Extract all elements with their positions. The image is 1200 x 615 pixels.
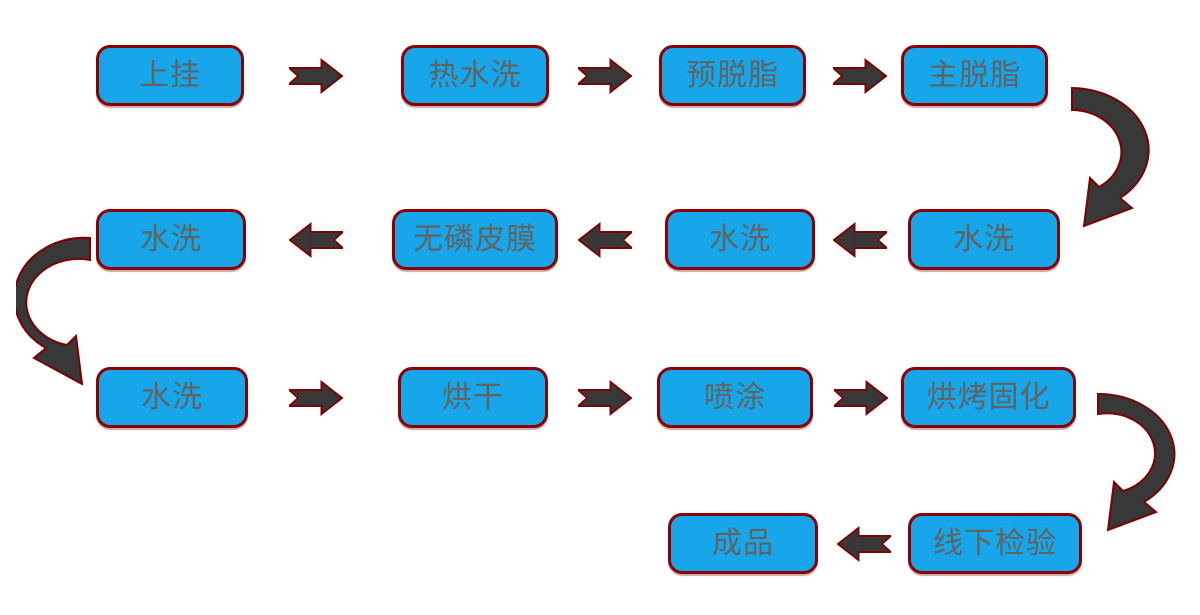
- flow-step-hot-water-wash: 热水洗: [401, 45, 549, 106]
- flow-step-label: 烘干: [442, 380, 504, 414]
- arrow-right-icon: [289, 379, 343, 417]
- flow-step-water-wash-4: 水洗: [96, 367, 248, 428]
- curved-arrow-down-right-icon: [16, 236, 91, 386]
- flow-step-label: 水洗: [141, 380, 203, 414]
- flow-step-hang-up: 上挂: [96, 45, 244, 106]
- flow-step-pre-degrease: 预脱脂: [659, 45, 806, 106]
- flow-step-label: 烘烤固化: [926, 380, 1051, 414]
- flow-step-label: 成品: [712, 526, 774, 560]
- flow-step-water-wash-2: 水洗: [665, 209, 815, 270]
- flow-step-label: 热水洗: [428, 58, 522, 92]
- flow-step-label: 上挂: [139, 58, 201, 92]
- arrow-right-icon: [833, 57, 887, 95]
- arrow-right-icon: [289, 57, 343, 95]
- flow-step-label: 预脱脂: [686, 58, 779, 92]
- flow-step-spray-coat: 喷涂: [657, 367, 813, 428]
- curved-arrow-down-left-icon: [1097, 392, 1176, 532]
- flow-step-bake-cure: 烘烤固化: [901, 367, 1076, 428]
- flow-step-label: 无磷皮膜: [413, 222, 537, 256]
- curved-arrow-down-left-icon: [1071, 86, 1150, 228]
- flow-step-label: 主脱脂: [928, 58, 1021, 92]
- flow-step-finished-product: 成品: [668, 513, 818, 574]
- flow-step-phosphate-free-film: 无磷皮膜: [392, 209, 558, 270]
- arrow-left-icon: [578, 221, 632, 259]
- flow-step-water-wash-3: 水洗: [96, 209, 246, 270]
- flow-step-label: 线下检验: [933, 526, 1057, 560]
- arrow-left-icon: [837, 525, 891, 563]
- flow-step-label: 水洗: [709, 222, 771, 256]
- flow-step-water-wash-1: 水洗: [908, 209, 1060, 270]
- flow-step-label: 水洗: [953, 222, 1015, 256]
- flow-step-offline-inspection: 线下检验: [908, 513, 1082, 574]
- arrow-left-icon: [289, 221, 343, 259]
- arrow-right-icon: [578, 379, 632, 417]
- arrow-left-icon: [833, 221, 887, 259]
- flow-step-label: 喷涂: [704, 380, 766, 414]
- flow-step-label: 水洗: [140, 222, 202, 256]
- flow-step-dry: 烘干: [398, 367, 548, 428]
- arrow-right-icon: [578, 57, 632, 95]
- arrow-right-icon: [834, 379, 888, 417]
- flow-step-main-degrease: 主脱脂: [901, 45, 1048, 106]
